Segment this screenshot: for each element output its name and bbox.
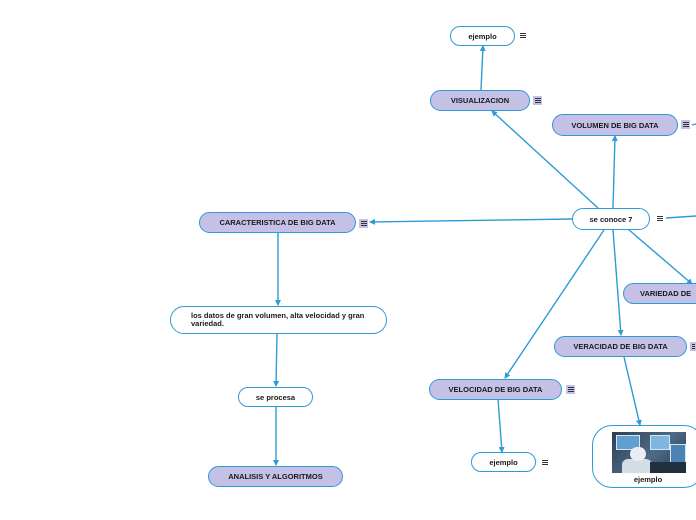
velocidad-node[interactable]: VELOCIDAD DE BIG DATA (429, 379, 562, 400)
edge-center-visualizacion (491, 110, 599, 209)
note-icon[interactable] (518, 31, 527, 40)
edge-center-volumen (611, 135, 618, 209)
veracidad-node[interactable]: VERACIDAD DE BIG DATA (554, 336, 687, 357)
image-caption: ejemplo (633, 475, 663, 484)
edge-center-variedad (627, 228, 693, 285)
edge-center-offscreen (665, 215, 696, 219)
procesa-node[interactable]: se procesa (238, 387, 313, 407)
visualizacion-node[interactable]: VISUALIZACION (430, 90, 530, 111)
volumen-node[interactable]: VOLUMEN DE BIG DATA (552, 114, 678, 136)
note-icon[interactable] (540, 458, 549, 467)
edge-center-caracteristica (369, 218, 573, 225)
note-icon[interactable] (655, 214, 664, 223)
note-icon[interactable] (533, 96, 542, 105)
caracteristica-node[interactable]: CARACTERISTICA DE BIG DATA (199, 212, 356, 233)
edge-center-velocidad (504, 229, 605, 379)
edge-velocidad-ejemplo (497, 398, 505, 453)
edge-definicion-procesa (273, 333, 280, 387)
edge-volumen-offscreen (691, 123, 696, 126)
center-node[interactable]: se conoce 7 (572, 208, 650, 230)
edge-center-veracidad (612, 229, 624, 336)
robot-computers-image (612, 432, 686, 473)
veracidad-ejemplo-node[interactable]: ejemplo (592, 425, 696, 488)
note-icon[interactable] (566, 385, 575, 394)
note-icon[interactable] (681, 120, 690, 129)
visualizacion-ejemplo-node[interactable]: ejemplo (450, 26, 515, 46)
variedad-node[interactable]: VARIEDAD DE (623, 283, 696, 304)
analisis-node[interactable]: ANALISIS Y ALGORITMOS (208, 466, 343, 487)
edge-visualizacion-ejemplo (479, 45, 486, 91)
velocidad-ejemplo-node[interactable]: ejemplo (471, 452, 536, 472)
note-icon[interactable] (359, 219, 368, 228)
definicion-node[interactable]: los datos de gran volumen, alta velocida… (170, 306, 387, 334)
edge-veracidad-ejemplo (623, 356, 642, 426)
note-icon[interactable] (690, 342, 696, 351)
